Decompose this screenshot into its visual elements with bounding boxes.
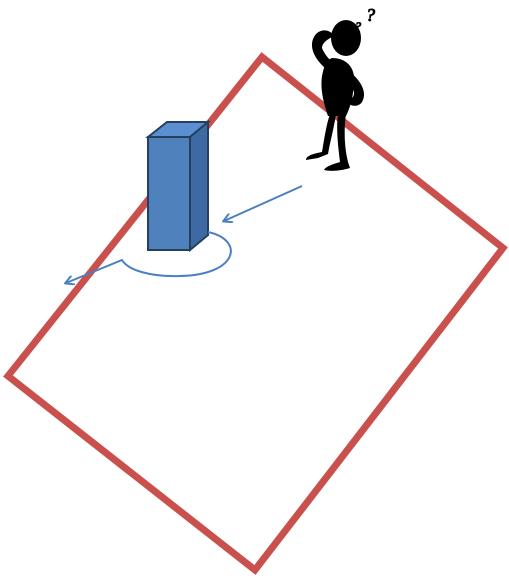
thinking-person: ? ? — [306, 5, 375, 171]
direct-arrow — [224, 186, 302, 221]
person-left-leg — [306, 114, 336, 160]
pillar-object — [148, 122, 208, 250]
pillar-side — [190, 122, 208, 250]
person-torso — [321, 58, 354, 116]
question-mark-large: ? — [366, 5, 375, 25]
person-head — [331, 20, 361, 56]
boundary-rectangle — [8, 57, 503, 570]
pillar-front — [148, 137, 190, 250]
